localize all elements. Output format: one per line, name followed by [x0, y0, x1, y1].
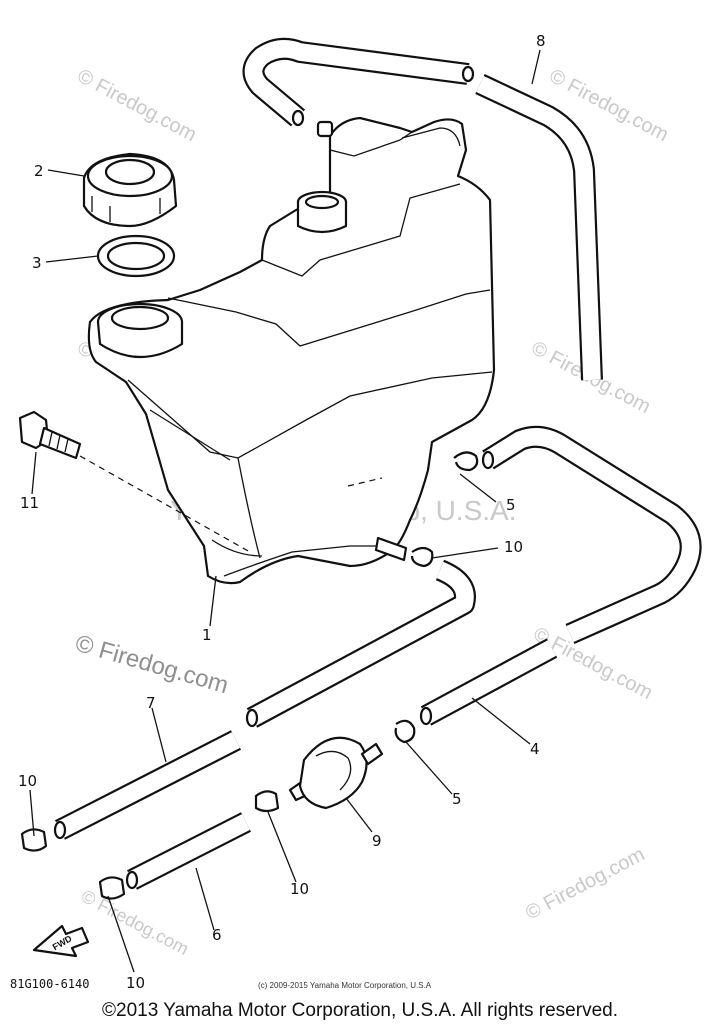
- callout-1: 1: [202, 626, 212, 644]
- callout-5a: 5: [506, 496, 516, 514]
- small-copyright: (c) 2009-2015 Yamaha Motor Corporation, …: [258, 981, 432, 990]
- cap-gasket: [96, 234, 176, 278]
- hose-6: [125, 812, 251, 890]
- watermark-firedog: © Firedog.com: [78, 886, 192, 959]
- callout-4: 4: [530, 740, 540, 758]
- clips: [20, 451, 479, 900]
- callout-10a: 10: [504, 538, 523, 556]
- hose-4: [419, 425, 702, 726]
- watermark-firedog: © Firedog.com: [74, 65, 200, 146]
- diagram-code: 81G100-6140: [10, 977, 89, 991]
- hose-8: [242, 37, 603, 381]
- callout-10b: 10: [18, 772, 37, 790]
- callout-8: 8: [536, 32, 546, 50]
- check-valve: [288, 736, 384, 810]
- fwd-arrow-icon: FWD: [32, 924, 90, 958]
- callout-7: 7: [146, 694, 156, 712]
- callout-6: 6: [212, 926, 222, 944]
- bolt: [18, 410, 251, 553]
- reservoir-tank: [87, 116, 496, 585]
- callout-2: 2: [34, 162, 44, 180]
- callout-10d: 10: [126, 974, 145, 992]
- callout-11: 11: [20, 494, 39, 512]
- callout-10c: 10: [290, 880, 309, 898]
- hose-7: [53, 559, 476, 840]
- copyright-notice: ©2013 Yamaha Motor Corporation, U.S.A. A…: [102, 1000, 618, 1021]
- watermark-firedog: © Firedog.com: [522, 843, 648, 924]
- reservoir-cap: [82, 152, 178, 228]
- callout-numbers: 2 3 8 11 5 10 1 7 4 5 10 9 10 6 10: [18, 32, 546, 992]
- callout-5b: 5: [452, 790, 462, 808]
- leader-lines: [29, 49, 541, 973]
- callout-3: 3: [32, 254, 42, 272]
- callout-9: 9: [372, 832, 382, 850]
